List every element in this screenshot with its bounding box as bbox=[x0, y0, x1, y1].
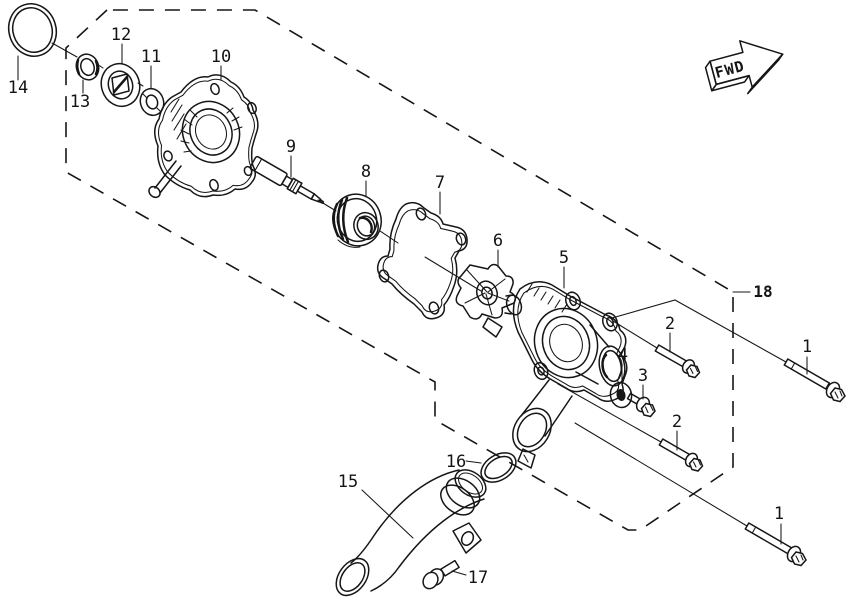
fwd-direction-arrow: FWD bbox=[701, 31, 790, 102]
part-8-mechanical-seal bbox=[326, 188, 388, 252]
part-14-o-ring bbox=[2, 0, 63, 62]
callout-9: 9 bbox=[286, 137, 296, 157]
callout-6: 6 bbox=[493, 231, 503, 251]
callout-17: 17 bbox=[468, 568, 488, 588]
callout-2-lower: 2 bbox=[672, 412, 682, 432]
callout-4: 4 bbox=[618, 345, 628, 365]
callout-2-upper: 2 bbox=[665, 314, 675, 334]
housing-outlet-neck bbox=[596, 344, 628, 388]
callout-7: 7 bbox=[435, 173, 445, 193]
callout-1-upper: 1 bbox=[802, 337, 812, 357]
housing-bolt-ears bbox=[532, 290, 620, 381]
part-2-bolt-lower bbox=[659, 439, 702, 471]
assembly-boundary-dashed-outline bbox=[66, 10, 750, 530]
callout-labels: 1 1 2 2 3 4 5 6 7 8 9 10 11 12 13 14 15 … bbox=[8, 25, 812, 588]
part-7-gasket bbox=[378, 203, 468, 319]
axis-alignment-lines bbox=[52, 43, 786, 526]
part-13-washer bbox=[73, 51, 102, 83]
part-10-pump-cover bbox=[147, 75, 258, 200]
callout-10: 10 bbox=[211, 47, 231, 67]
part-16-o-ring bbox=[476, 447, 521, 488]
part-9-shaft bbox=[250, 156, 327, 209]
part-4-washer bbox=[608, 381, 634, 410]
callout-3: 3 bbox=[638, 366, 648, 386]
part-11-oil-seal bbox=[137, 86, 167, 119]
callout-13: 13 bbox=[70, 92, 90, 112]
callout-12: 12 bbox=[111, 25, 131, 45]
part-1-bolt-upper bbox=[784, 359, 845, 402]
part-12-bearing bbox=[96, 59, 145, 112]
cover-dowel-stud bbox=[147, 161, 181, 200]
callout-16: 16 bbox=[446, 452, 466, 472]
callout-leader-lines bbox=[18, 44, 807, 575]
callout-1-lower: 1 bbox=[774, 504, 784, 524]
callout-5: 5 bbox=[559, 248, 569, 268]
part-1-bolt-lower bbox=[745, 523, 806, 566]
callout-11: 11 bbox=[141, 47, 161, 67]
part-17-bolt bbox=[420, 561, 459, 592]
housing-lower-spigot bbox=[505, 380, 572, 468]
cover-bore-coil-hatching bbox=[171, 99, 242, 152]
part-3-bolt bbox=[628, 393, 656, 416]
callout-15: 15 bbox=[338, 472, 358, 492]
part-6-impeller bbox=[456, 265, 524, 337]
callout-18-assembly: 18 bbox=[753, 282, 772, 301]
part-2-bolt-upper bbox=[655, 345, 699, 378]
callout-14: 14 bbox=[8, 78, 28, 98]
part-5-pump-housing bbox=[505, 282, 628, 468]
part-15-hose-pipe bbox=[330, 464, 491, 600]
hose-bracket-tab bbox=[453, 523, 481, 553]
callout-8: 8 bbox=[361, 162, 371, 182]
